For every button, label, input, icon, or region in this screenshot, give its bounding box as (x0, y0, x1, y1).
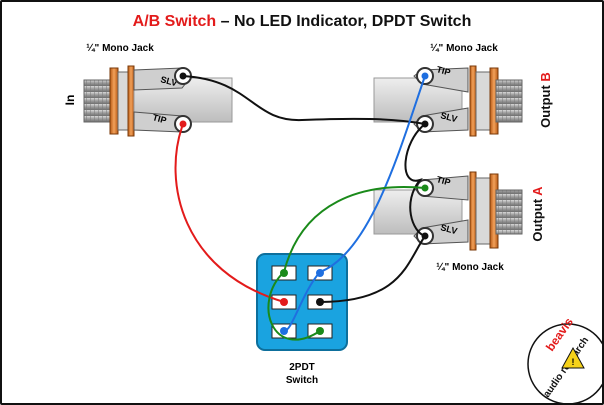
output-b-tip-label: TIP (435, 64, 451, 77)
title-prefix: A/B Switch (133, 13, 217, 30)
switch-solder-points (280, 269, 324, 335)
switch-dot-blue-top (316, 269, 324, 277)
switch-dot-black (316, 298, 324, 306)
wire-black-switch (319, 235, 426, 303)
switch-label-line1: 2PDT (289, 362, 315, 373)
output-b-jack: ¼" Mono Jack Output B TIP SLV (373, 43, 553, 137)
output-a-jack-caption: ¼" Mono Jack (436, 262, 504, 273)
wire-black-ground (182, 75, 426, 125)
input-tip-label: TIP (151, 112, 167, 125)
switch-dot-blue-bottom (280, 327, 288, 335)
output-a-letter: A (530, 186, 545, 196)
switch-dot-green-top (280, 269, 288, 277)
wire-green-output-a (267, 186, 426, 341)
switch-dot-red (280, 298, 288, 306)
wire-black-ground-2 (404, 123, 426, 237)
output-b-sleeve-label: SLV (439, 110, 458, 124)
output-b-jack-thread (495, 79, 523, 123)
output-a-jack-thread (495, 189, 523, 235)
logo-warning-icon (561, 346, 585, 369)
output-a-tip-label: TIP (435, 174, 451, 187)
output-a-jack: Output A TIP SLV ¼" Mono Jack (373, 171, 545, 273)
switch-dot-green-bottom (316, 327, 324, 335)
output-b-jack-caption: ¼" Mono Jack (430, 43, 498, 54)
input-jack: ¼" Mono Jack In SLV TIP (63, 43, 233, 137)
beavis-logo: beavis audio research ! (527, 315, 602, 403)
output-a-sleeve-label: SLV (439, 222, 458, 236)
input-jack-thread (83, 79, 113, 123)
output-b-letter: B (538, 72, 553, 81)
input-side-label: In (63, 95, 77, 106)
input-jack-nut (109, 67, 119, 135)
input-jack-caption: ¼" Mono Jack (86, 43, 154, 54)
title-suffix: – No LED Indicator, DPDT Switch (216, 13, 471, 30)
output-b-side-label: Output B (538, 72, 553, 128)
wire-red-input (174, 123, 285, 303)
output-a-side-label: Output A (530, 186, 545, 242)
svg-text:!: ! (572, 357, 575, 367)
diagram-title: A/B Switch – No LED Indicator, DPDT Swit… (133, 13, 472, 30)
input-sleeve-label: SLV (159, 74, 178, 88)
switch-label-line2: Switch (286, 375, 318, 386)
